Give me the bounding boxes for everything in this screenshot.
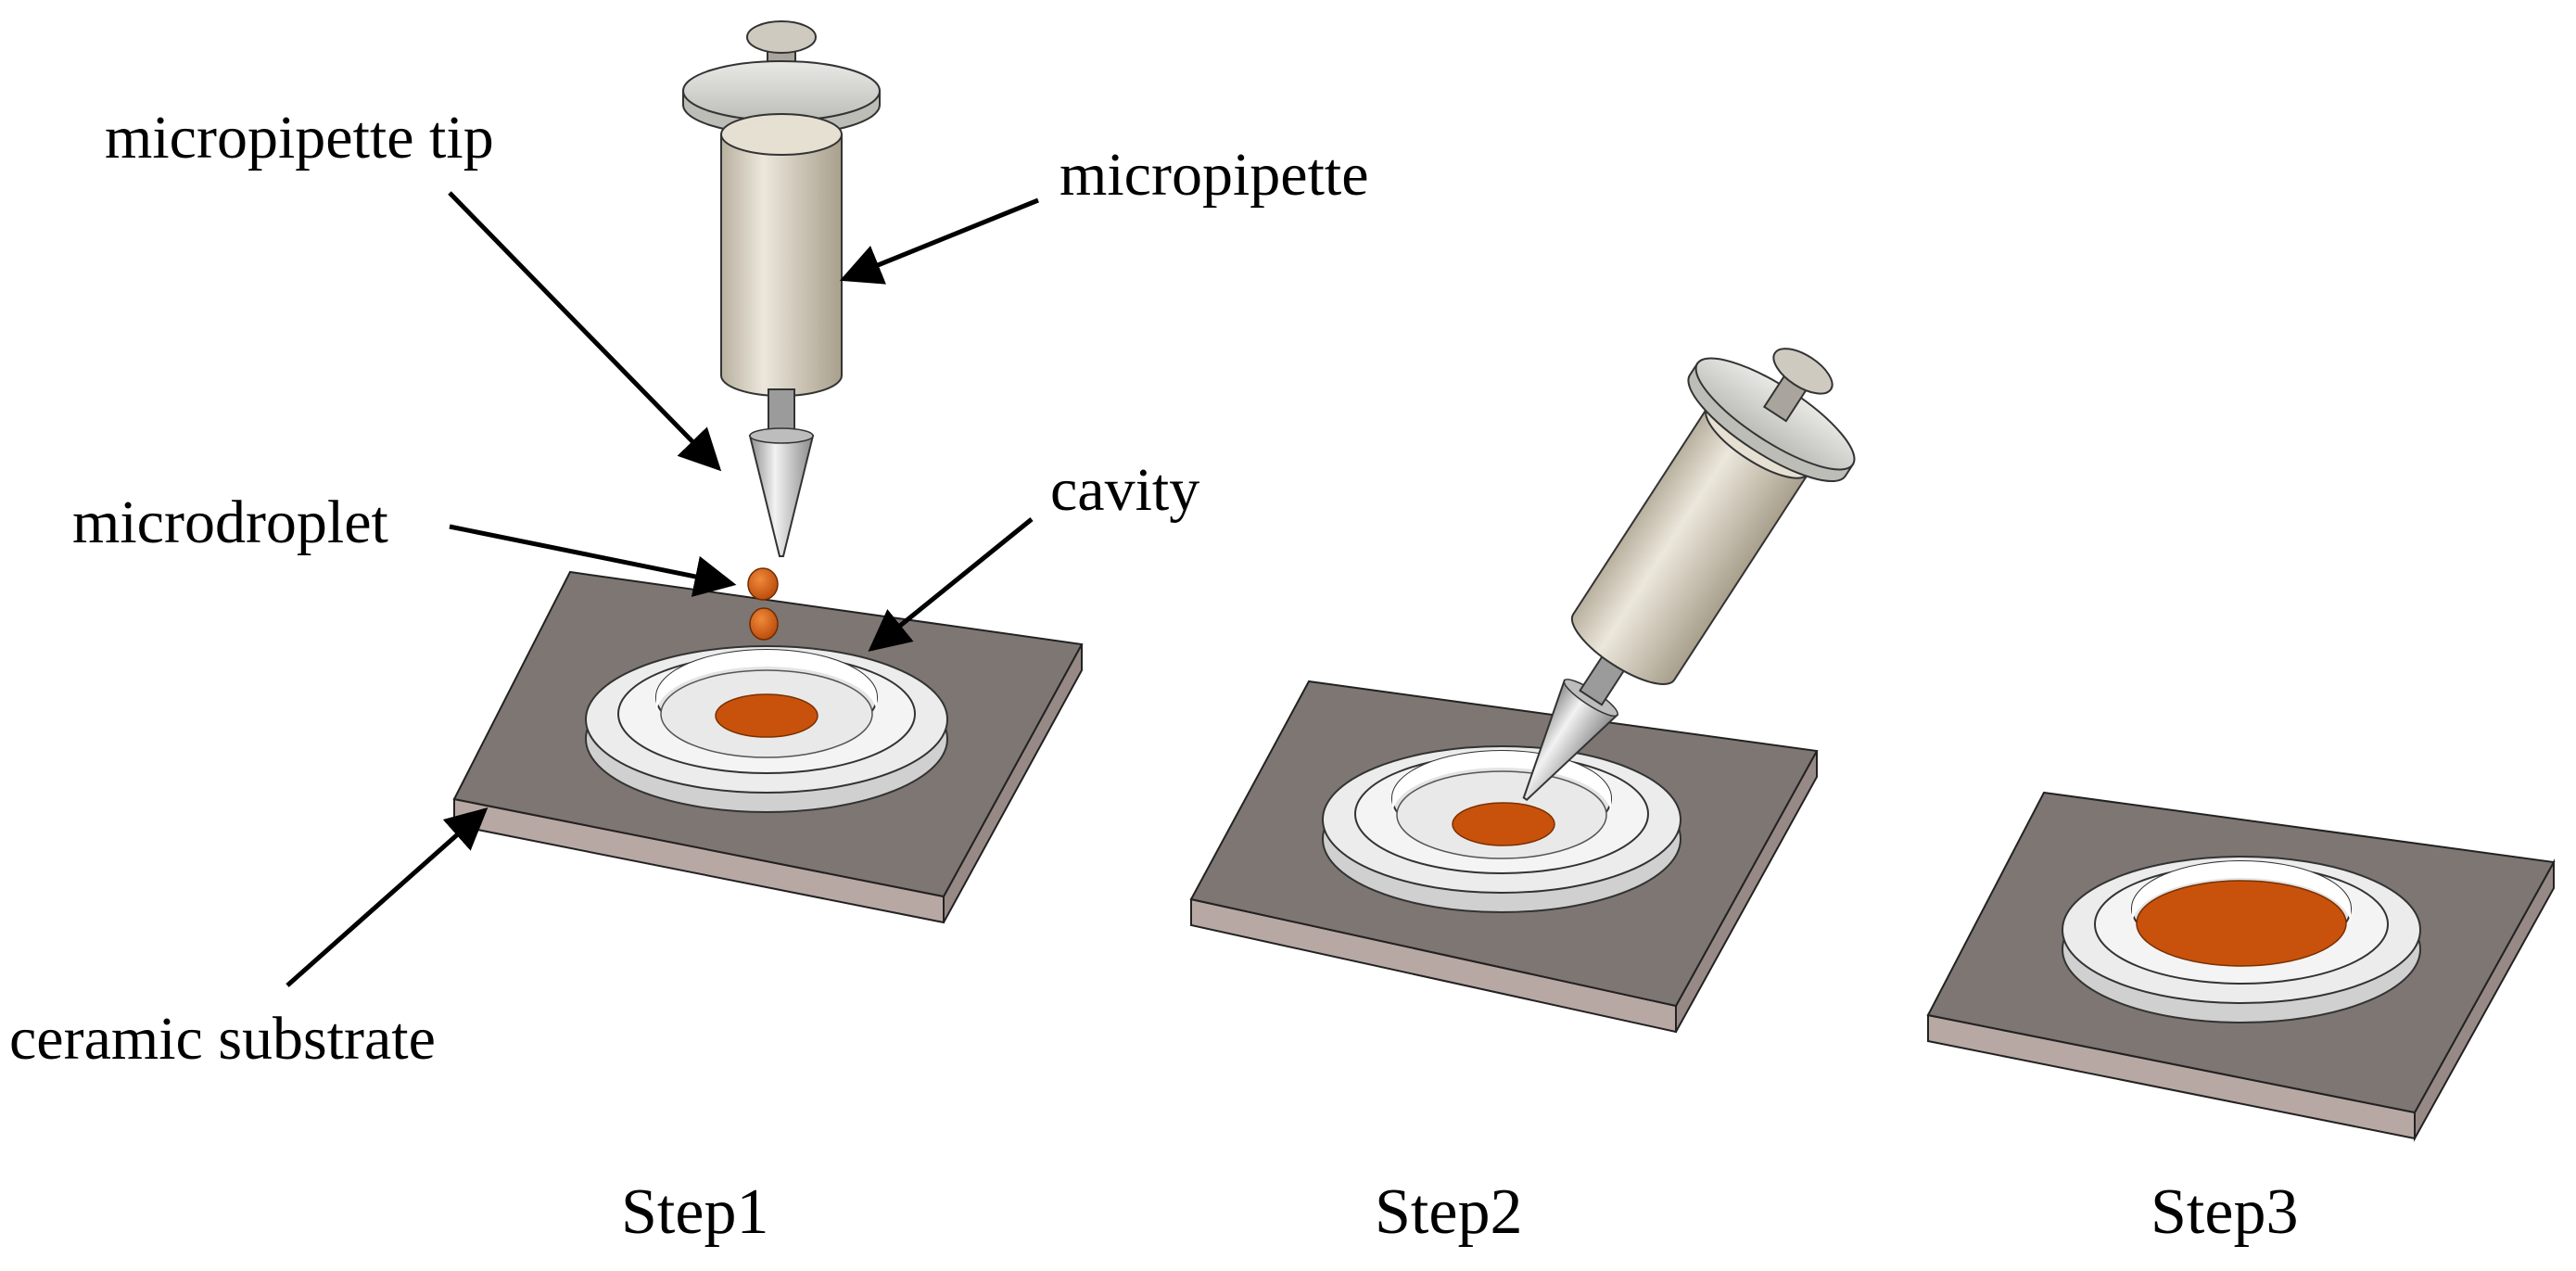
step-label-2: Step2 (1375, 1176, 1522, 1248)
step1-micropipette (682, 20, 881, 557)
microdroplet-upper (747, 567, 779, 601)
label-micropipette: micropipette (1060, 141, 1369, 209)
arrow-ceramic-substrate (286, 807, 489, 987)
arrow-microdroplet (449, 524, 737, 597)
label-microdroplet: microdroplet (72, 489, 388, 556)
step-label-1: Step1 (621, 1176, 768, 1248)
step3-liquid (2136, 880, 2347, 967)
label-cavity: cavity (1050, 456, 1199, 524)
step2-liquid (1452, 802, 1555, 846)
arrow-micropipette (839, 197, 1039, 285)
label-micropipette-tip: micropipette tip (105, 104, 494, 172)
microdroplet-lower (749, 607, 779, 641)
step-label-3: Step3 (2151, 1176, 2298, 1248)
step1-liquid (715, 693, 818, 738)
callout-arrows (286, 191, 1039, 987)
arrow-cavity (868, 517, 1034, 652)
label-ceramic-substrate: ceramic substrate (9, 1005, 436, 1073)
arrow-micropipette-tip (448, 191, 722, 472)
step2-micropipette (1522, 348, 1856, 801)
